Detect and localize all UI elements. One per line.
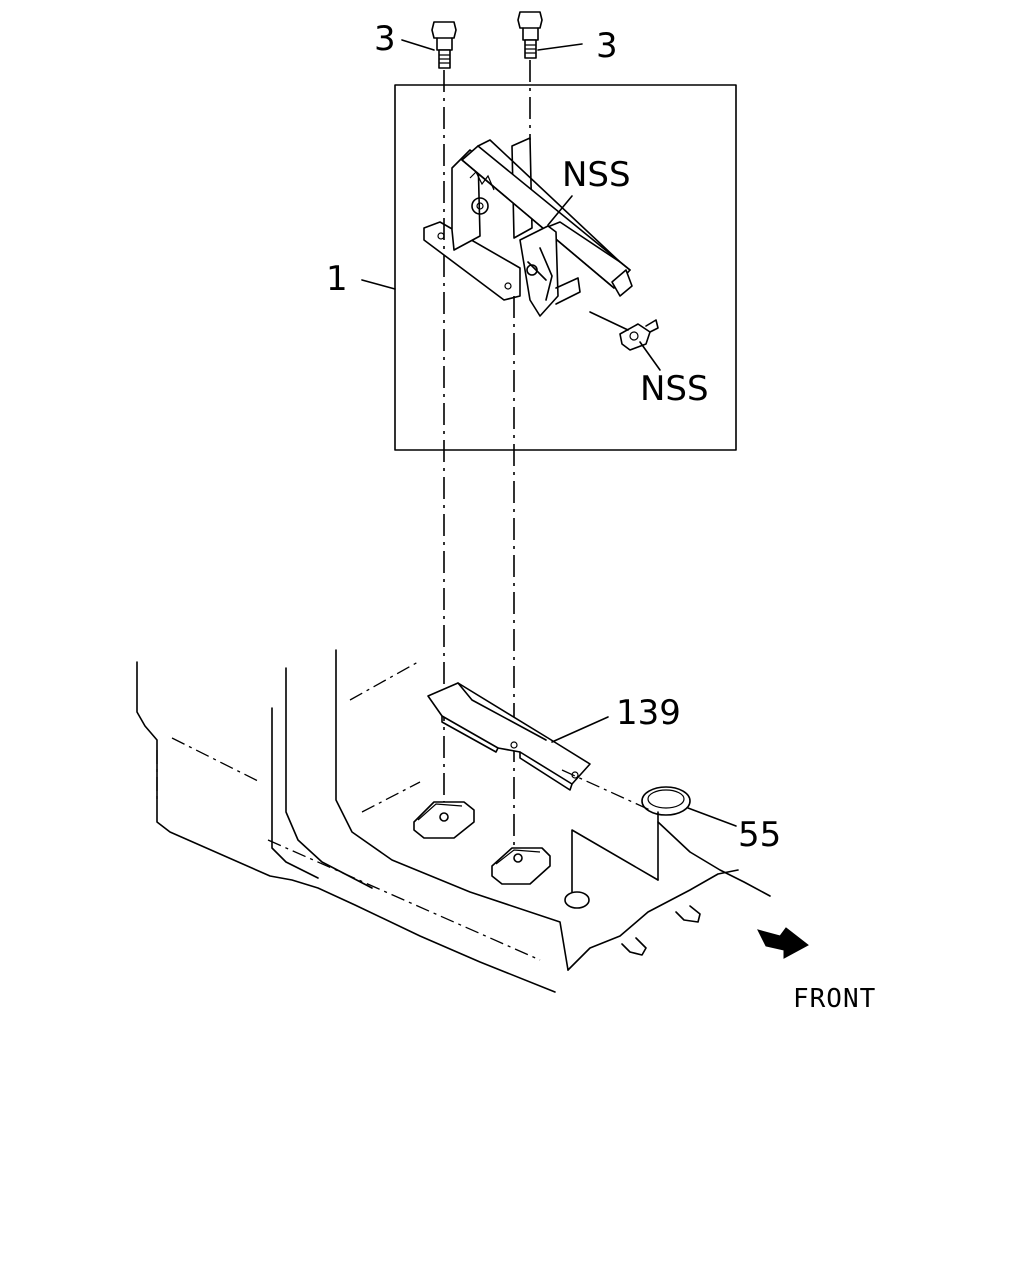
- label-bolt-right: 3: [596, 26, 618, 66]
- bracket-139[interactable]: [427, 682, 591, 791]
- leader-bolt-left: [401, 39, 435, 51]
- label-plug: 55: [738, 815, 781, 855]
- label-bolt-left: 3: [374, 19, 396, 59]
- plug-55[interactable]: [641, 786, 691, 816]
- label-assembly: 1: [326, 259, 348, 299]
- leader-plug: [687, 807, 737, 827]
- label-nss-top: NSS: [562, 155, 631, 195]
- floor-panel: [136, 649, 771, 993]
- leader-assembly: [361, 279, 396, 290]
- leader-nss-bottom: [639, 341, 661, 371]
- assembly-frame: [394, 84, 737, 451]
- leader-bracket: [551, 716, 609, 743]
- bolt-left[interactable]: [431, 21, 457, 69]
- bolt-right[interactable]: [517, 11, 543, 59]
- leader-nss-switch: [589, 311, 629, 331]
- leader-nss-top: [547, 195, 573, 226]
- label-bracket: 139: [616, 693, 681, 733]
- label-nss-bottom: NSS: [640, 369, 709, 409]
- brake-switch[interactable]: [619, 319, 659, 351]
- brake-lever-assembly[interactable]: [423, 137, 633, 317]
- leader-bolt-right: [537, 43, 583, 51]
- front-arrow-icon: [757, 927, 809, 959]
- label-front: FRONT: [793, 984, 876, 1014]
